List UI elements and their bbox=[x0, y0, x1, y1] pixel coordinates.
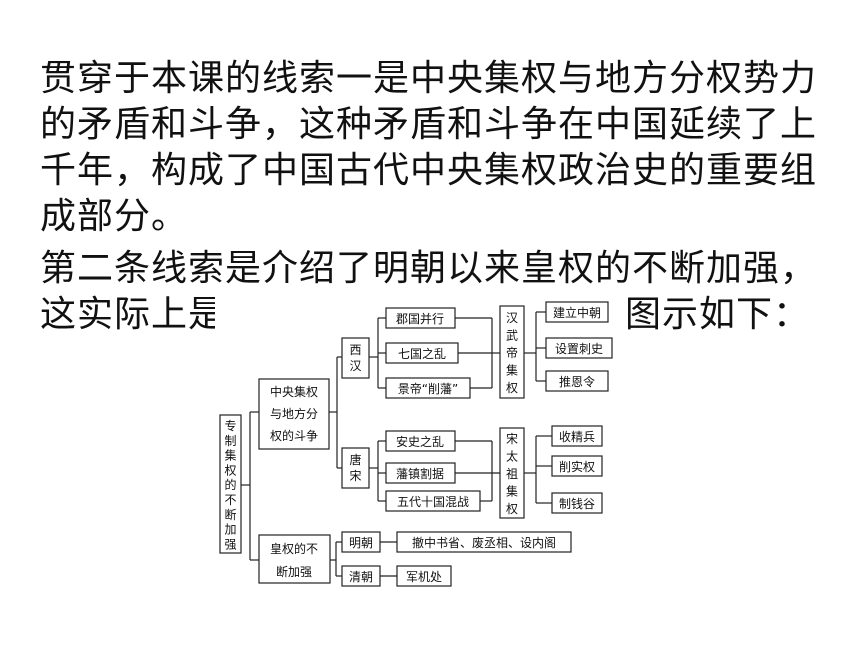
xihan-event-1: 郡国并行 bbox=[396, 312, 444, 326]
tangsong-label: 唐宋 bbox=[349, 452, 361, 483]
branch1-line2: 与地方分 bbox=[270, 406, 318, 421]
wudi-measures: 建立中朝 设置刺史 推恩令 bbox=[545, 301, 613, 392]
node-ming: 明朝 撤中书省、废丞相、设内阁 bbox=[341, 531, 572, 553]
xihan-events: 郡国并行 七国之乱 景帝“削藩” bbox=[385, 307, 471, 399]
taizu-measures: 收精兵 削实权 制钱谷 bbox=[551, 425, 603, 514]
branch1-line3: 权的斗争 bbox=[270, 428, 318, 443]
intro-paragraph-1: 贯穿于本课的线索一是中央集权与地方分权势力的矛盾和斗争，这种矛盾和斗争在中国延续… bbox=[40, 58, 818, 237]
intro-paragraph-2-end: 图示如下： bbox=[625, 294, 811, 335]
branch1-line1: 中央集权 bbox=[270, 384, 318, 399]
xihan-event-3: 景帝“削藩” bbox=[398, 381, 458, 396]
taizu-label: 宋太祖集权 bbox=[506, 431, 518, 516]
taizu-measure-3: 制钱谷 bbox=[559, 496, 595, 511]
qing-measure: 军机处 bbox=[406, 570, 442, 584]
root-label: 专制集权的不断加强 bbox=[224, 418, 236, 551]
node-taizu: 宋太祖集权 bbox=[499, 427, 525, 519]
wudi-measure-3: 推恩令 bbox=[559, 374, 595, 389]
branch2-line1: 皇权的不 bbox=[270, 541, 318, 556]
ming-label: 明朝 bbox=[349, 536, 373, 550]
tangsong-event-3: 五代十国混战 bbox=[397, 495, 469, 509]
tangsong-events: 安史之乱 藩镇割据 五代十国混战 bbox=[385, 430, 481, 512]
branch2-line2: 断加强 bbox=[276, 564, 312, 579]
intro-paragraph-2-start: 第二条线索是介绍了明朝以来皇权的不断加强，这实际上是 bbox=[40, 248, 818, 335]
wudi-measure-2: 设置刺史 bbox=[555, 342, 603, 356]
node-wudi: 汉武帝集权 bbox=[499, 305, 525, 399]
node-xihan: 西汉 bbox=[341, 337, 370, 379]
branch-imperial-power: 皇权的不 断加强 bbox=[258, 534, 331, 584]
tangsong-event-1: 安史之乱 bbox=[396, 434, 444, 449]
wudi-label: 汉武帝集权 bbox=[506, 311, 518, 395]
taizu-measure-2: 削实权 bbox=[559, 459, 595, 474]
xihan-event-2: 七国之乱 bbox=[398, 347, 446, 361]
ming-measure: 撤中书省、废丞相、设内阁 bbox=[412, 535, 556, 550]
root-node: 专制集权的不断加强 bbox=[219, 414, 242, 554]
wudi-measure-1: 建立中朝 bbox=[553, 305, 601, 320]
connector-lines bbox=[241, 311, 552, 577]
taizu-measure-1: 收精兵 bbox=[559, 430, 595, 444]
node-tangsong: 唐宋 bbox=[341, 447, 370, 489]
branch-central-vs-local: 中央集权 与地方分 权的斗争 bbox=[258, 378, 330, 450]
intro-paragraph-2: 第二条线索是介绍了明朝以来皇权的不断加强，这实际上是图示如下： bbox=[40, 246, 840, 338]
qing-label: 清朝 bbox=[349, 570, 373, 584]
xihan-label: 西汉 bbox=[349, 343, 361, 373]
node-qing: 清朝 军机处 bbox=[341, 565, 452, 587]
tangsong-event-2: 藩镇割据 bbox=[396, 466, 444, 481]
